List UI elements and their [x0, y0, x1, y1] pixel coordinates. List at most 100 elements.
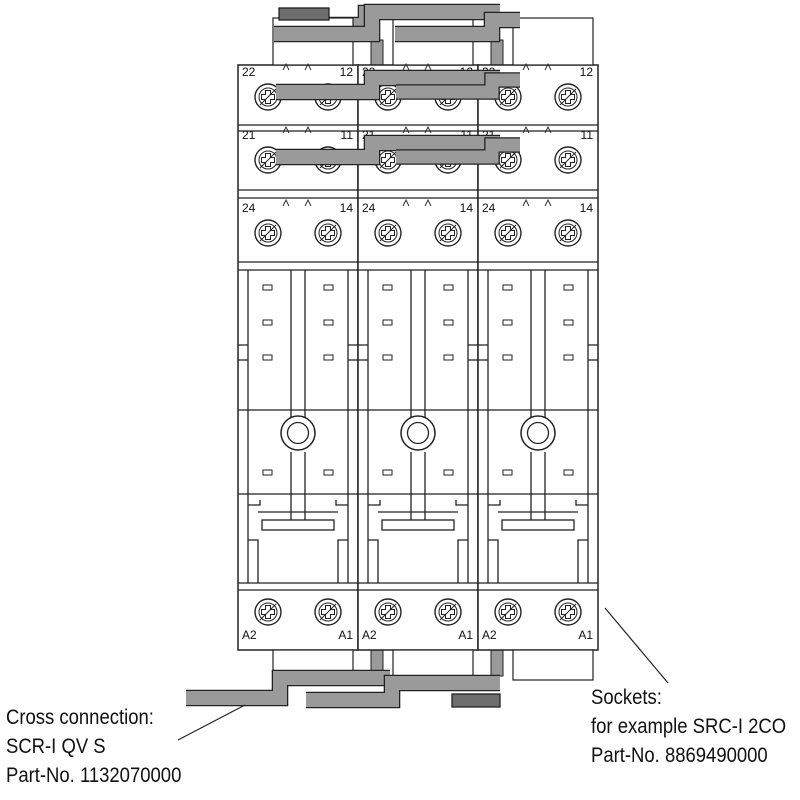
- slot-marker: [563, 284, 574, 291]
- cross-connection-bridges-front: [186, 3, 520, 709]
- terminal-label: 11: [341, 128, 354, 142]
- screw-diagonal: [259, 224, 277, 242]
- screw-diagonal: [379, 603, 397, 621]
- terminal-label: 14: [340, 201, 354, 215]
- terminal-label: A2: [362, 628, 377, 642]
- slot-marker: [323, 319, 334, 326]
- arrow-mark: [424, 62, 432, 71]
- screw-head: [498, 223, 518, 243]
- arrow-mark: [544, 125, 552, 134]
- screw-diagonal: [259, 151, 277, 169]
- bridge-end-clip: [278, 7, 330, 21]
- bridge-fill: [396, 73, 520, 99]
- top-bridge-slot: [512, 17, 594, 66]
- bridge-end-clip: [451, 693, 501, 708]
- slot-marker: [262, 469, 273, 476]
- cross-connection-model: SCR-I QV S: [6, 735, 106, 758]
- sockets-callout: Sockets: for example SRC-I 2CO Part-No. …: [591, 683, 786, 770]
- terminal-label: A1: [458, 628, 473, 642]
- arrow-mark: [304, 62, 312, 71]
- screw-head: [558, 602, 578, 622]
- side-notches: [358, 344, 478, 361]
- side-notches: [478, 344, 598, 361]
- slot-marker: [502, 354, 513, 361]
- release-hole-inner: [526, 421, 550, 445]
- slot-marker: [382, 284, 393, 291]
- arrow-mark: [402, 198, 410, 207]
- slot-marker: [382, 354, 393, 361]
- release-hole-inner: [406, 421, 430, 445]
- slot-marker: [502, 469, 513, 476]
- slot-marker: [382, 319, 393, 326]
- terminal-label: 11: [581, 128, 594, 142]
- slot-marker: [502, 319, 513, 326]
- slot-marker: [382, 469, 393, 476]
- slot-marker: [502, 284, 513, 291]
- bridge-riser: [490, 649, 504, 677]
- slot-marker: [563, 469, 574, 476]
- terminal-label: 22: [242, 65, 256, 79]
- screw-diagonal: [379, 224, 397, 242]
- arrow-mark: [282, 62, 290, 71]
- latch-lines: [248, 500, 348, 506]
- screw-diagonal: [559, 603, 577, 621]
- terminal-label: 24: [242, 201, 256, 215]
- screw-head: [258, 223, 278, 243]
- arrow-mark: [402, 125, 410, 134]
- arrow-mark: [522, 125, 530, 134]
- slot-marker: [323, 284, 334, 291]
- arrow-mark: [424, 198, 432, 207]
- center-channel: [410, 270, 426, 520]
- terminal-label: A1: [578, 628, 593, 642]
- bridge-fill: [276, 136, 500, 164]
- slot-marker: [262, 319, 273, 326]
- screw-diagonal: [259, 88, 277, 106]
- screw-head: [498, 602, 518, 622]
- ejector-bar: [381, 519, 455, 531]
- screw-head: [438, 602, 458, 622]
- slot-marker: [262, 284, 273, 291]
- ejector-bar: [501, 519, 575, 531]
- terminal-label: A1: [338, 628, 353, 642]
- screw-diagonal: [439, 603, 457, 621]
- screw-head: [378, 602, 398, 622]
- center-channel: [290, 270, 306, 520]
- ejector-bar: [261, 519, 335, 531]
- screw-diagonal: [559, 151, 577, 169]
- screw-diagonal: [559, 88, 577, 106]
- screw-diagonal: [319, 603, 337, 621]
- arrow-mark: [544, 198, 552, 207]
- screw-head: [318, 602, 338, 622]
- screw-diagonal: [559, 224, 577, 242]
- cross-connection-part-no: Part-No. 1132070000: [6, 764, 182, 787]
- arrow-mark: [282, 198, 290, 207]
- bridge-fill: [396, 138, 520, 164]
- screw-diagonal: [319, 224, 337, 242]
- arrow-mark: [304, 125, 312, 134]
- latch-lines: [488, 500, 588, 506]
- slot-marker: [323, 354, 334, 361]
- cross-connection-callout: Cross connection: SCR-I QV S Part-No. 11…: [6, 703, 181, 790]
- screw-head: [258, 602, 278, 622]
- slot-marker: [443, 319, 454, 326]
- arrow-mark: [304, 198, 312, 207]
- slot-marker: [443, 469, 454, 476]
- slot-marker: [563, 354, 574, 361]
- bridge-fill: [306, 676, 500, 707]
- bridge-fill: [186, 671, 390, 705]
- terminal-label: A2: [482, 628, 497, 642]
- screw-diagonal: [499, 603, 517, 621]
- arrow-mark: [522, 198, 530, 207]
- ejector-frame: [368, 511, 468, 583]
- terminal-label: 12: [580, 65, 594, 79]
- arrow-mark: [402, 62, 410, 71]
- screw-diagonal: [259, 603, 277, 621]
- ejector-frame: [248, 511, 348, 583]
- arrow-mark: [544, 62, 552, 71]
- sockets-part-no: Part-No. 8869490000: [591, 744, 768, 767]
- slot-marker: [323, 469, 334, 476]
